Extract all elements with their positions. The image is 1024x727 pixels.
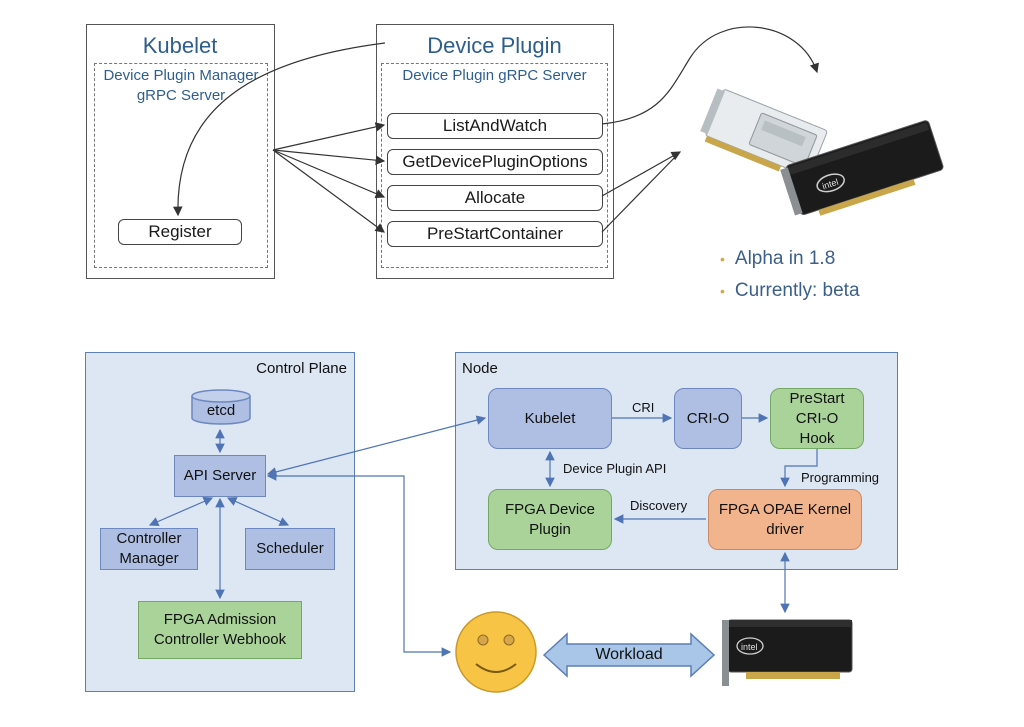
- fpga-opae-driver-box[interactable]: FPGA OPAE Kernel driver: [708, 489, 862, 550]
- kubelet-title: Kubelet: [142, 33, 218, 58]
- cri-label: CRI: [632, 400, 655, 415]
- smiley-user-icon: [455, 611, 537, 693]
- crio-box[interactable]: CRI-O: [674, 388, 742, 449]
- bullet-alpha: • Alpha in 1.8: [720, 248, 835, 270]
- svg-text:intel: intel: [741, 642, 758, 652]
- device-plugin-manager-server: Device Plugin Manager gRPC Server: [94, 63, 268, 268]
- kubelet-box: Kubelet Device Plugin Manager gRPC Serve…: [86, 24, 275, 279]
- workload-label: Workload: [595, 646, 663, 663]
- controller-manager-box[interactable]: Controller Manager: [100, 528, 198, 570]
- fpga-device-plugin-box[interactable]: FPGA Device Plugin: [488, 489, 612, 550]
- allocate-method[interactable]: Allocate: [387, 185, 603, 211]
- device-plugin-title: Device Plugin: [427, 33, 562, 58]
- bullet-beta: • Currently: beta: [720, 280, 860, 302]
- etcd-label: etcd: [206, 402, 236, 419]
- bullet-alpha-text: Alpha in 1.8: [734, 248, 836, 269]
- api-server-box[interactable]: API Server: [174, 455, 266, 497]
- prestart-hook-box[interactable]: PreStart CRI-O Hook: [770, 388, 864, 449]
- database-cylinder-icon: [191, 389, 251, 425]
- programming-label: Programming: [801, 470, 880, 485]
- device-plugin-box: Device Plugin Device Plugin gRPC Server …: [376, 24, 614, 279]
- device-plugin-server-label: Device Plugin gRPC Server: [402, 67, 587, 84]
- bullet-dot-icon: •: [720, 283, 725, 299]
- device-plugin-manager-server-label: Device Plugin Manager gRPC Server: [103, 67, 259, 104]
- node-label: Node: [462, 360, 498, 377]
- discovery-label: Discovery: [630, 498, 688, 513]
- device-plugin-server: Device Plugin gRPC Server: [381, 63, 608, 268]
- fpga-card-icon: intel: [700, 88, 944, 216]
- control-plane-label: Control Plane: [256, 360, 347, 377]
- bullet-dot-icon: •: [720, 251, 725, 267]
- fpga-card-icon: intel: [722, 619, 853, 686]
- register-curve: [172, 42, 386, 217]
- list-and-watch-method[interactable]: ListAndWatch: [387, 113, 603, 139]
- kubelet-to-methods: [272, 122, 386, 233]
- register-button[interactable]: Register: [118, 219, 242, 245]
- svg-text:intel: intel: [821, 177, 840, 192]
- prestart-container-method[interactable]: PreStartContainer: [387, 221, 603, 247]
- bullet-beta-text: Currently: beta: [734, 280, 860, 301]
- get-device-plugin-options-method[interactable]: GetDevicePluginOptions: [387, 149, 603, 175]
- node-kubelet-box[interactable]: Kubelet: [488, 388, 612, 449]
- device-plugin-api-label: Device Plugin API: [563, 461, 667, 476]
- workload-arrow: [543, 632, 715, 678]
